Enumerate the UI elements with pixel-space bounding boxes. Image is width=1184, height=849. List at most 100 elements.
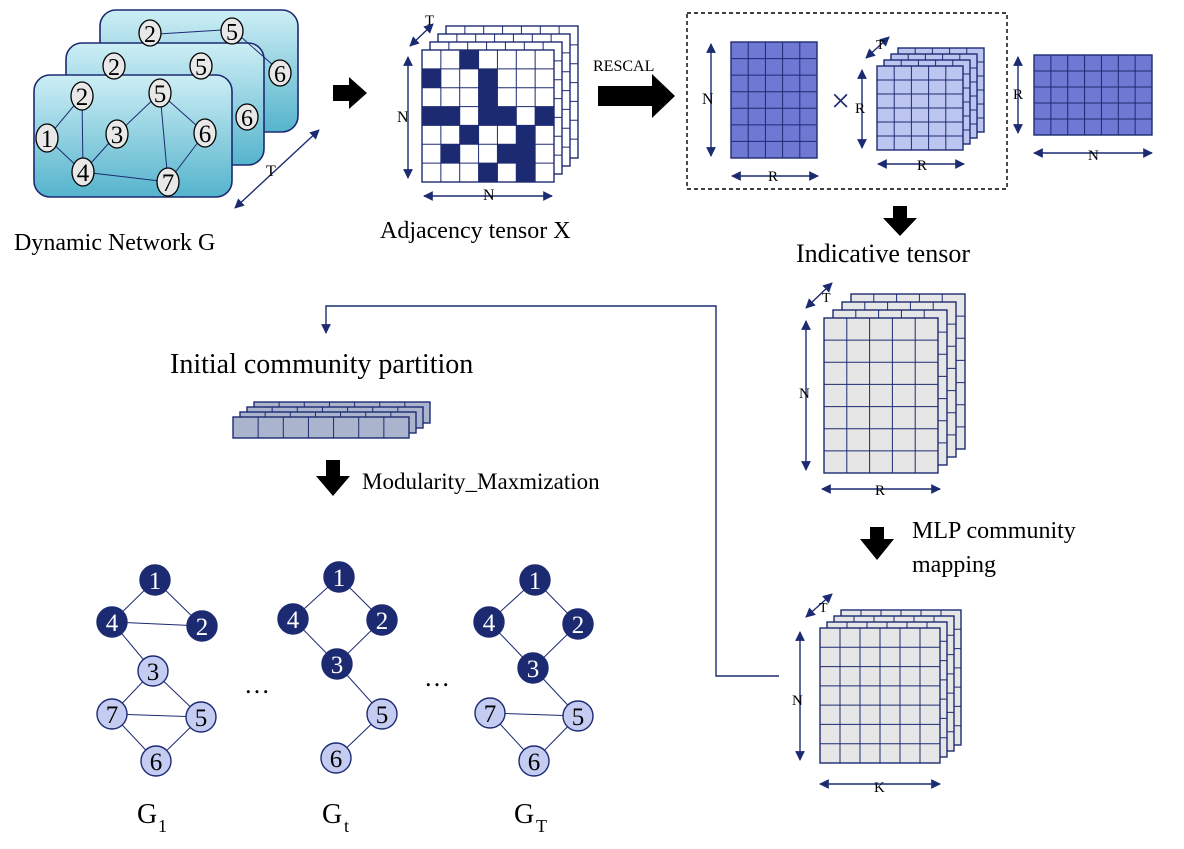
rescal-label: RESCAL bbox=[593, 58, 654, 75]
adjacency-rows-label: N bbox=[397, 109, 409, 126]
core-tensor-layer bbox=[876, 65, 964, 151]
community-node-label: 6 bbox=[330, 746, 343, 773]
community-node-dark bbox=[139, 564, 171, 596]
tensor-cell bbox=[497, 144, 517, 164]
community-node-dark bbox=[519, 564, 551, 596]
network-node bbox=[268, 59, 292, 87]
network-node-label: 3 bbox=[111, 122, 124, 149]
core-rows-label: R bbox=[855, 101, 865, 117]
membership-time-label: T bbox=[819, 601, 828, 616]
tensor-cell bbox=[422, 68, 441, 88]
factor-matrix-right-grid bbox=[1033, 54, 1153, 136]
dynamic-network-caption: Dynamic Network G bbox=[14, 230, 215, 256]
community-node-light bbox=[366, 698, 398, 730]
factor-matrix-left bbox=[730, 41, 818, 159]
tensor-cell bbox=[478, 163, 498, 182]
tensor-cell bbox=[459, 50, 479, 69]
factor-left-rows-label: N bbox=[702, 91, 714, 108]
community-node-dark bbox=[277, 603, 309, 635]
network-node-label: 2 bbox=[144, 22, 156, 48]
network-node-label: 7 bbox=[162, 170, 175, 197]
graph-label-g1-sub: 1 bbox=[158, 816, 167, 836]
community-node-label: 5 bbox=[195, 705, 208, 732]
initial-partition-strip bbox=[232, 401, 431, 439]
initial-partition-caption: Initial community partition bbox=[170, 349, 473, 380]
network-node-label: 2 bbox=[108, 55, 120, 81]
network-node bbox=[105, 119, 129, 149]
membership-time-arrow bbox=[805, 593, 833, 618]
rescal-factorization-box bbox=[686, 12, 1008, 190]
community-node-light bbox=[185, 701, 217, 733]
graph-label-gt-main: G bbox=[322, 799, 342, 830]
membership-tensor: N K T bbox=[792, 593, 962, 796]
graph-label-gT-main: G bbox=[514, 799, 534, 830]
community-node-label: 2 bbox=[376, 608, 389, 635]
flow-arrow-to-adjacency bbox=[333, 77, 367, 109]
community-node-label: 5 bbox=[376, 702, 389, 729]
network-edge bbox=[159, 92, 169, 183]
flow-arrow-modularity bbox=[316, 460, 350, 496]
factor-right-cols-label: N bbox=[1088, 148, 1099, 164]
partition-layer bbox=[232, 416, 410, 439]
community-node-light bbox=[320, 742, 352, 774]
indicative-slice-layer-frame bbox=[823, 317, 939, 474]
tensor-cell bbox=[516, 163, 536, 182]
adjacency-caption: Adjacency tensor X bbox=[380, 218, 571, 244]
community-node-label: 6 bbox=[150, 749, 163, 776]
factor-left-cols-label: R bbox=[768, 169, 778, 185]
community-node-label: 1 bbox=[333, 565, 346, 592]
adjacency-tensor: NNT bbox=[397, 13, 579, 204]
network-node bbox=[189, 52, 213, 80]
community-node-dark bbox=[186, 610, 218, 642]
community-node-label: 3 bbox=[527, 656, 540, 683]
ellipsis-right: … bbox=[424, 663, 450, 692]
network-node-label: 6 bbox=[241, 106, 253, 132]
core-time-label: T bbox=[876, 38, 885, 53]
membership-slice-layer bbox=[819, 627, 941, 764]
factor-right-rows-label: R bbox=[1013, 87, 1023, 103]
adjacency-time-arrow bbox=[409, 23, 434, 47]
indicative-time-arrow bbox=[805, 282, 833, 309]
tensor-cell bbox=[459, 125, 479, 145]
indicative-rows-label: N bbox=[799, 386, 810, 402]
mlp-caption-line2: mapping bbox=[912, 552, 996, 578]
community-node-label: 3 bbox=[331, 652, 344, 679]
feedback-connector bbox=[321, 305, 779, 677]
network-edge bbox=[157, 29, 223, 35]
community-node-dark bbox=[96, 606, 128, 638]
network-node-label: 4 bbox=[77, 160, 90, 187]
network-node-label: 2 bbox=[76, 84, 89, 111]
times-symbol: × bbox=[831, 83, 850, 120]
community-node-light bbox=[562, 700, 594, 732]
time-dimension-arrow bbox=[234, 129, 320, 209]
flow-arrow-mlp bbox=[860, 527, 894, 560]
membership-cols-label: K bbox=[874, 780, 885, 796]
network-node-label: 6 bbox=[199, 121, 212, 148]
indicative-cols-label: R bbox=[875, 483, 885, 499]
tensor-cell bbox=[478, 106, 498, 126]
membership-rows-label: N bbox=[792, 693, 803, 709]
network-node bbox=[156, 167, 180, 197]
adjacency-time-label: T bbox=[425, 13, 434, 29]
community-node-dark bbox=[517, 652, 549, 684]
core-time-arrow bbox=[865, 36, 890, 59]
community-node-dark bbox=[562, 608, 594, 640]
network-node-label: 1 bbox=[41, 126, 54, 153]
tensor-cell bbox=[478, 68, 498, 88]
factor-matrix-right: RN bbox=[1013, 54, 1153, 164]
network-node bbox=[102, 52, 126, 80]
tensor-cell bbox=[535, 106, 554, 126]
network-node-label: 6 bbox=[274, 62, 286, 88]
network-node bbox=[138, 19, 162, 47]
community-node-dark bbox=[473, 606, 505, 638]
indicative-slice-layer bbox=[823, 317, 939, 474]
mlp-caption-line1: MLP community bbox=[912, 518, 1076, 544]
community-node-label: 7 bbox=[484, 701, 497, 728]
adjacency-slice-layer bbox=[421, 49, 555, 183]
flow-arrow-to-indicative bbox=[883, 206, 917, 236]
